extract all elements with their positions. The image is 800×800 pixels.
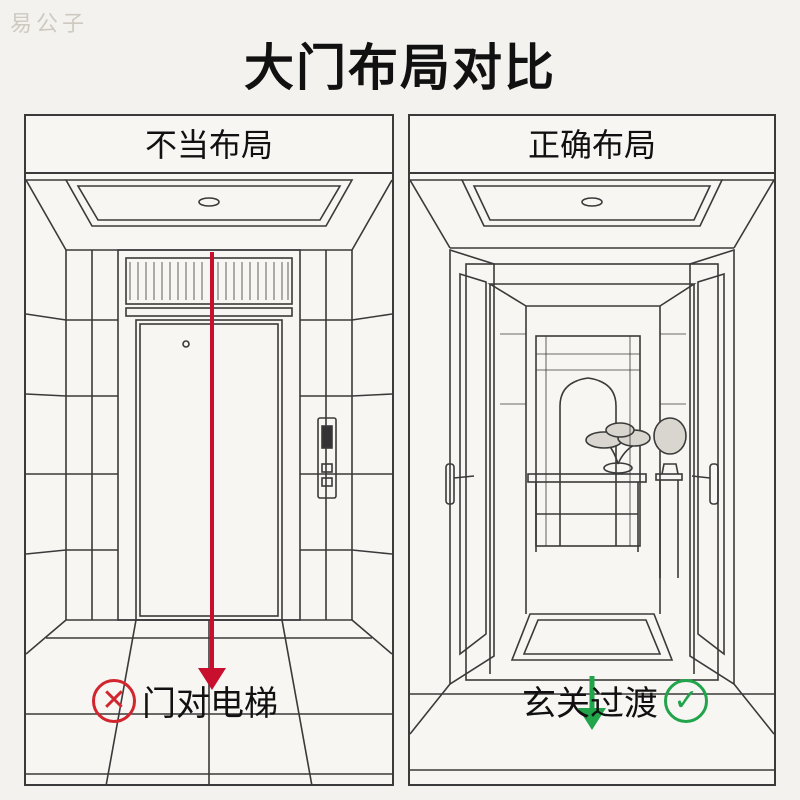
left-door-leaf [449, 248, 495, 686]
caption-text-correct: 玄关过渡 [522, 684, 658, 724]
caption-text-improper: 门对电梯 [142, 684, 278, 724]
caption-correct: 玄关过渡 ✓ [522, 676, 708, 725]
plant-pot [661, 463, 679, 475]
ceiling-tray [460, 179, 724, 227]
green-arrow-icon [578, 676, 606, 730]
elevator-call-panel [317, 417, 337, 499]
foyer-illustration [410, 179, 774, 771]
check-icon: ✓ [664, 678, 708, 723]
watermark: 易公子 [10, 12, 89, 37]
cross-icon: ✕ [92, 678, 136, 723]
panel-correct-layout: 正确布局 [408, 114, 776, 786]
red-arrow-icon [198, 252, 226, 690]
elevator-frame [117, 249, 301, 621]
door-frame [465, 263, 719, 681]
bonsai-pot [603, 462, 633, 474]
elevator-grille [125, 257, 293, 305]
floor-rug [510, 613, 674, 661]
page-title: 大门布局对比 [244, 39, 556, 97]
ceiling-light [581, 197, 603, 207]
ceiling-tray [64, 179, 354, 227]
caption-improper: ✕ 门对电梯 [92, 676, 278, 725]
panel-header-improper: 不当布局 [26, 116, 392, 174]
right-door-leaf [689, 248, 735, 686]
console-table [527, 473, 647, 483]
panel-header-correct: 正确布局 [410, 116, 774, 174]
ceiling-light [198, 197, 220, 207]
elevator-door [135, 319, 283, 621]
panel-improper-layout: 不当布局 [24, 114, 394, 786]
